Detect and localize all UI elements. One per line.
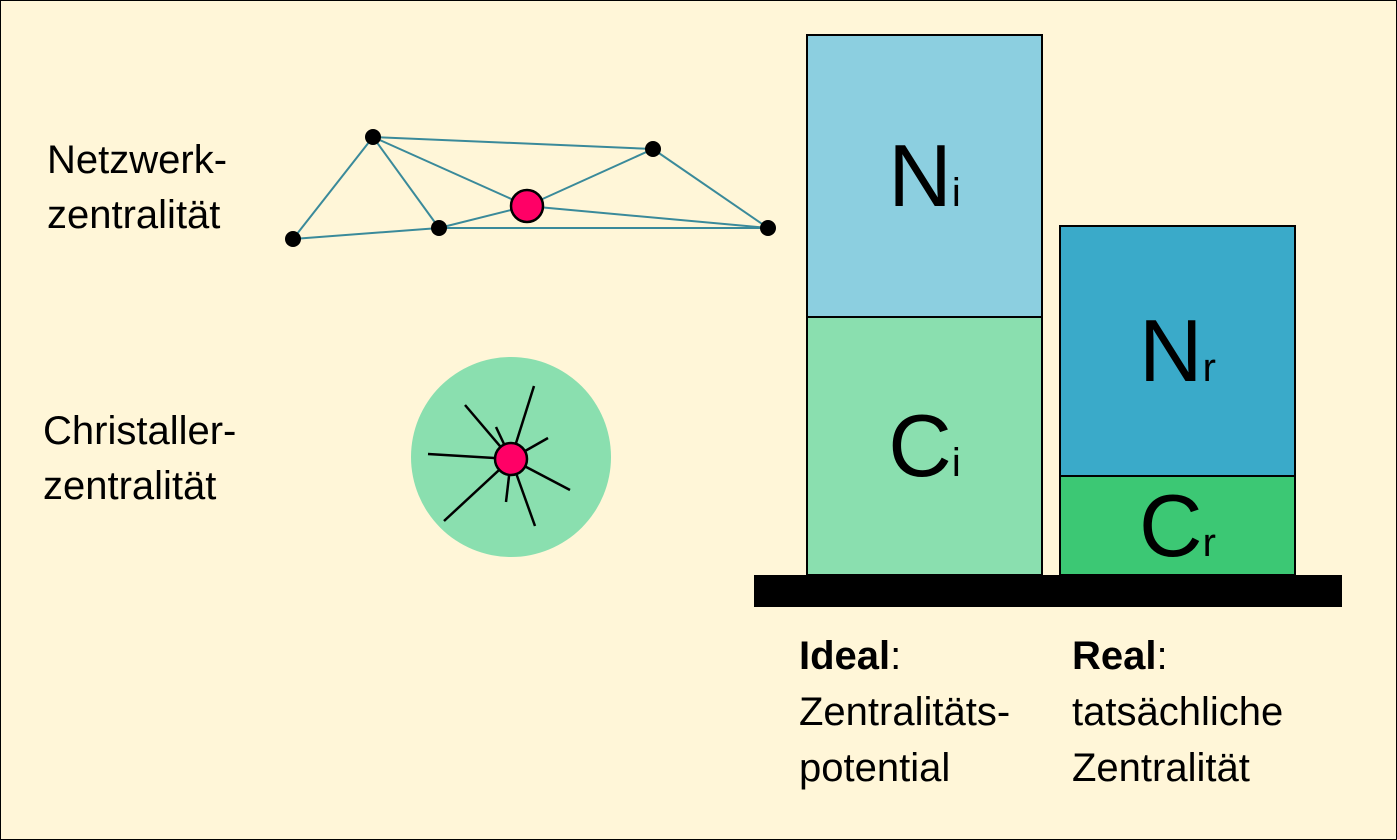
real-caption: Real: tatsächliche Zentralität bbox=[1072, 628, 1283, 796]
block-symbol: Nr bbox=[1139, 301, 1216, 400]
label-line: Christaller- bbox=[43, 409, 237, 453]
label-line: zentralität bbox=[47, 193, 221, 237]
christaller-center-node bbox=[493, 441, 529, 477]
caption-colon: : bbox=[890, 634, 902, 678]
caption-line: Zentralität bbox=[1072, 746, 1250, 790]
base-bar bbox=[754, 575, 1342, 607]
real-network-block: Nr bbox=[1059, 225, 1296, 477]
network-center-node bbox=[509, 188, 545, 224]
network-node bbox=[285, 231, 301, 247]
ideal-network-block: Ni bbox=[806, 34, 1043, 318]
ideal-caption: Ideal: Zentralitäts- potential bbox=[799, 628, 1010, 796]
block-symbol: Cr bbox=[1139, 475, 1216, 575]
network-node bbox=[431, 220, 447, 236]
block-symbol: Ni bbox=[888, 126, 961, 225]
caption-line: tatsächliche bbox=[1072, 690, 1284, 734]
label-line: zentralität bbox=[43, 464, 217, 508]
ideal-christaller-block: Ci bbox=[806, 316, 1043, 576]
real-christaller-block: Cr bbox=[1059, 475, 1296, 576]
block-symbol: Ci bbox=[888, 396, 961, 495]
network-node bbox=[760, 220, 776, 236]
christaller-centrality-label: Christaller- zentralität bbox=[43, 404, 236, 514]
caption-title: Ideal bbox=[799, 634, 891, 678]
network-graph bbox=[292, 136, 769, 240]
network-node bbox=[365, 129, 381, 145]
network-nodes bbox=[285, 129, 776, 247]
caption-colon: : bbox=[1156, 634, 1168, 678]
label-line: Netzwerk- bbox=[47, 138, 228, 182]
caption-title: Real bbox=[1072, 634, 1157, 678]
caption-line: potential bbox=[799, 746, 951, 790]
network-node bbox=[645, 141, 661, 157]
caption-line: Zentralitäts- bbox=[799, 690, 1011, 734]
network-centrality-label: Netzwerk- zentralität bbox=[47, 133, 227, 243]
